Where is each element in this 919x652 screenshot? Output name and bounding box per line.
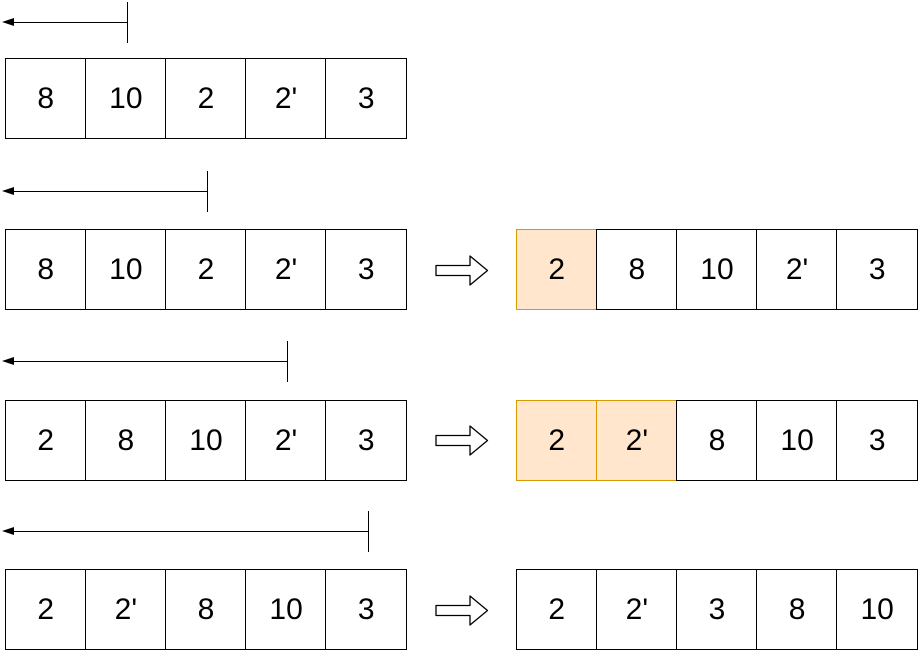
implies-arrow-icon [435,254,489,287]
array-cell: 8 [5,58,87,139]
array-cell: 2 [5,400,87,481]
array-step4-result: 2 2' 3 8 10 [516,569,918,650]
array-step1-input: 8 10 2 2' 3 [5,58,407,139]
array-cell: 10 [245,569,327,650]
array-cell: 10 [85,229,167,310]
array-cell: 10 [756,400,838,481]
array-cell: 2' [245,400,327,481]
scan-line [8,530,369,532]
scan-arrow-step1 [0,2,128,43]
array-cell: 3 [836,400,918,481]
implies-arrow-icon [435,424,489,457]
array-cell: 8 [165,569,247,650]
array-cell: 2' [245,229,327,310]
arrowhead-left-icon [2,186,14,195]
array-cell: 3 [836,229,918,310]
array-cell: 3 [325,400,407,481]
array-cell-highlighted: 2 [516,229,598,310]
arrowhead-left-icon [2,526,14,535]
array-cell: 8 [756,569,838,650]
scan-position-tick [206,171,208,212]
array-cell: 10 [165,400,247,481]
scan-arrow-step2 [0,171,208,212]
arrowhead-left-icon [2,17,14,26]
scan-line [8,360,288,362]
array-cell: 2' [85,569,167,650]
array-step3-result: 2 2' 8 10 3 [516,400,918,481]
array-cell: 8 [85,400,167,481]
scan-line [8,21,128,23]
array-cell-highlighted: 2' [596,400,678,481]
array-cell: 2 [165,229,247,310]
array-cell-highlighted: 2 [516,400,598,481]
array-cell: 10 [85,58,167,139]
array-cell: 2' [245,58,327,139]
array-cell: 3 [325,229,407,310]
scan-position-tick [286,341,288,382]
scan-position-tick [367,511,369,552]
scan-arrow-step3 [0,341,288,382]
arrowhead-left-icon [2,356,14,365]
scan-line [8,190,208,192]
array-cell: 2 [5,569,87,650]
implies-arrow-icon [435,594,489,627]
array-cell: 8 [596,229,678,310]
array-cell: 10 [676,229,758,310]
array-cell: 2' [756,229,838,310]
array-cell: 2 [516,569,598,650]
array-cell: 10 [836,569,918,650]
scan-position-tick [126,2,128,43]
array-cell: 8 [676,400,758,481]
array-cell: 3 [676,569,758,650]
array-cell: 8 [5,229,87,310]
array-step4-input: 2 2' 8 10 3 [5,569,407,650]
array-cell: 2 [165,58,247,139]
scan-arrow-step4 [0,511,369,552]
array-step2-input: 8 10 2 2' 3 [5,229,407,310]
array-step3-input: 2 8 10 2' 3 [5,400,407,481]
array-cell: 2' [596,569,678,650]
array-cell: 3 [325,569,407,650]
array-cell: 3 [325,58,407,139]
array-step2-result: 2 8 10 2' 3 [516,229,918,310]
